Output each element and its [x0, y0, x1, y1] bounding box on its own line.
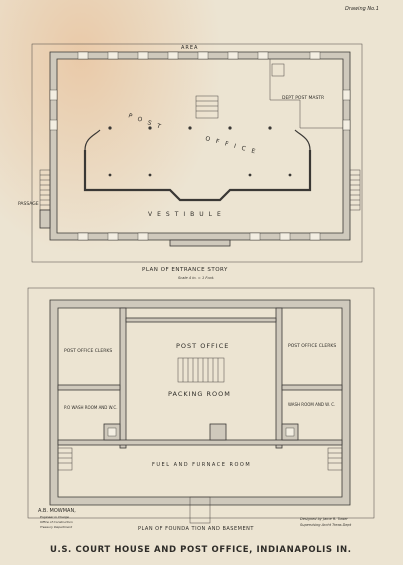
basement-side-stairs: [57, 447, 343, 471]
room-label-clerks-right: POST OFFICE CLERKS: [288, 343, 336, 349]
main-title: U.S. COURT HOUSE AND POST OFFICE, INDIAN…: [50, 545, 352, 555]
columns: [108, 126, 292, 177]
area-boundary: [31, 43, 363, 263]
basement-plan: POST OFFICE PACKING ROOM POST OFFICE CLE…: [27, 287, 375, 532]
room-label-basement-post-office: POST OFFICE: [176, 342, 229, 350]
furnaces: [103, 423, 299, 441]
basement-interior-walls: [57, 307, 343, 449]
room-label-postmaster: DEPT POST MASTR: [282, 95, 324, 101]
basement-outer-wall: [49, 299, 351, 506]
room-label-clerks-left: POST OFFICE CLERKS: [64, 348, 112, 354]
post-office-screen: [83, 150, 312, 202]
room-label-po-wash-room: P.O WASH ROOM AND W.C.: [64, 405, 117, 410]
vault: [271, 63, 285, 77]
engineer-line-1: Engineer in Charge: [40, 515, 69, 519]
drawing-number: Drawing No.1: [345, 6, 379, 12]
room-label-passage: PASSAGE: [18, 201, 39, 207]
basement-entrance: [189, 496, 211, 524]
interior-stair: [195, 95, 219, 119]
entrance-steps: [169, 239, 231, 247]
engineer-line-2: Office of Construction: [40, 520, 73, 524]
room-label-vestibule: VESTIBULE: [148, 211, 226, 218]
upper-plan-title: PLAN OF ENTRANCE STORY: [142, 267, 228, 273]
lower-plan-title: PLAN OF FOUNDA TION AND BASEMENT: [138, 526, 254, 532]
engineer-name: A.B. MOWMAN,: [38, 508, 76, 514]
basement-stair: [177, 357, 225, 383]
postmaster-partition: [269, 59, 343, 129]
designer-line-1: Designed by Jame R. Tower: [300, 517, 348, 521]
area-label: AREA: [181, 45, 198, 51]
upper-plan-scale: Scale 4 in. = 1 Foot.: [178, 276, 214, 280]
side-stair-left: [39, 169, 51, 211]
window-openings: [49, 51, 351, 241]
passage-block: [39, 209, 51, 229]
engineer-line-3: Treasury Department: [40, 525, 73, 529]
credits: A.B. MOWMAN, Engineer in Charge Office o…: [38, 508, 352, 529]
side-stair-right: [349, 169, 361, 211]
foundation-boundary: [27, 287, 375, 519]
room-label-wash-room: WASH ROOM AND W. C.: [288, 402, 335, 407]
room-label-fuel-furnace: FUEL AND FURNACE ROOM: [152, 462, 251, 468]
room-label-packing-room: PACKING ROOM: [168, 390, 231, 398]
designer-line-2: Supervising Archt Treas Dept: [300, 523, 352, 527]
